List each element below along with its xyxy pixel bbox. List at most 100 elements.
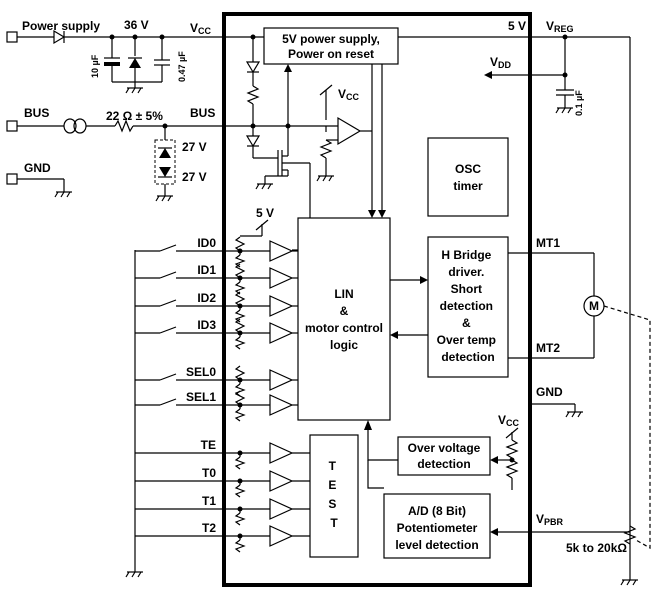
bus-line xyxy=(17,118,340,202)
input-buffer xyxy=(269,442,294,464)
input-channel: SEL0 xyxy=(135,365,298,397)
bus-resistor xyxy=(114,119,134,133)
lin-logic-block xyxy=(297,217,391,421)
input-buffer xyxy=(269,470,294,492)
label-bus-resistor: 22 Ω ± 5% xyxy=(106,109,163,123)
ad-l1: A/D (8 Bit) xyxy=(408,504,466,518)
right-gnd xyxy=(530,403,583,418)
internal-supply-chain xyxy=(245,37,311,218)
test-letters: T E S T xyxy=(328,459,339,530)
input-label: T0 xyxy=(202,466,216,480)
pin-gnd xyxy=(6,173,18,185)
label-vreg: VREG xyxy=(546,19,574,34)
input-label: ID3 xyxy=(197,318,216,332)
motor-wiring xyxy=(508,252,651,550)
power-supply-line xyxy=(17,29,264,94)
over-voltage-l1: Over voltage xyxy=(408,441,481,455)
test-block xyxy=(309,434,359,558)
label-mt2: MT2 xyxy=(536,341,560,355)
input-channel: TE xyxy=(135,438,310,470)
ic-outline xyxy=(222,12,532,587)
input-buffer xyxy=(269,394,294,416)
input-buffer xyxy=(269,240,294,262)
label-gnd-right: GND xyxy=(536,385,563,399)
label-pot-range: 5k to 20kΩ xyxy=(566,541,627,555)
ov-divider xyxy=(490,427,519,490)
h-bridge-text: H Bridge driver. Short detection & Over … xyxy=(437,248,500,364)
ad-l3: level detection xyxy=(395,538,478,552)
input-label: T2 xyxy=(202,521,216,535)
input-label: ID2 xyxy=(197,291,216,305)
timer-label: timer xyxy=(453,179,483,193)
input-label: ID1 xyxy=(197,263,216,277)
input-label: SEL1 xyxy=(186,390,216,404)
input-buffer xyxy=(269,525,294,547)
bus-choke xyxy=(63,118,77,134)
power-supply-block xyxy=(263,27,399,65)
label-36v: 36 V xyxy=(124,18,149,32)
input-channel: T1 xyxy=(135,494,310,526)
gnd-pin-wiring xyxy=(17,178,72,198)
power-supply-title: 5V power supply, xyxy=(282,32,380,46)
vreg-line xyxy=(398,34,638,586)
input-buffer xyxy=(269,295,294,317)
pullup-5v xyxy=(240,219,269,237)
input-buffer xyxy=(269,369,294,391)
osc-label: OSC xyxy=(455,162,481,176)
label-vcc-ov: VCC xyxy=(498,413,520,428)
label-vdd: VDD xyxy=(490,55,512,70)
label-cap-01uf: 0.1 µF xyxy=(574,90,584,116)
input-channel: ID2 xyxy=(135,291,298,323)
left-input-rail xyxy=(125,250,143,578)
input-buffer xyxy=(269,267,294,289)
h-bridge-block xyxy=(427,236,509,378)
input-label: T1 xyxy=(202,494,216,508)
input-channel: ID3 xyxy=(135,318,298,350)
over-voltage-l2: detection xyxy=(417,457,470,471)
input-channel: T2 xyxy=(135,521,310,553)
motor-label: M xyxy=(589,299,599,313)
input-label: SEL0 xyxy=(186,365,216,379)
bus-comparator xyxy=(316,84,372,182)
label-vpbr: VPBR xyxy=(536,512,564,527)
over-voltage-block xyxy=(397,436,491,476)
label-zener-2: 27 V xyxy=(182,170,207,184)
input-buffer xyxy=(269,322,294,344)
osc-timer-block xyxy=(427,137,509,217)
label-vcc-internal: VCC xyxy=(338,87,360,102)
input-label: TE xyxy=(201,438,216,452)
ad-block xyxy=(383,493,491,559)
label-5v-out: 5 V xyxy=(508,19,526,33)
pin-power-supply xyxy=(6,31,18,43)
pin-bus xyxy=(6,120,18,132)
ov-ad-to-lin xyxy=(364,420,630,536)
label-zener-1: 27 V xyxy=(182,140,207,154)
input-buffer xyxy=(269,498,294,520)
label-5v-pullup: 5 V xyxy=(256,206,274,220)
input-label: ID0 xyxy=(197,236,216,250)
input-channel: T0 xyxy=(135,466,310,498)
ps-to-lin xyxy=(368,64,386,218)
label-bus-internal: BUS xyxy=(190,106,215,120)
ad-l2: Potentiometer xyxy=(397,521,478,535)
power-supply-subtitle: Power on reset xyxy=(288,47,374,61)
input-channel: SEL1 xyxy=(135,390,298,422)
logic-label: logic xyxy=(330,338,358,352)
label-cap-047uf: 0.47 µF xyxy=(177,51,187,82)
label-bus-pin: BUS xyxy=(24,106,49,120)
input-channel: ID0 xyxy=(135,236,298,268)
potentiometer xyxy=(623,525,637,545)
motor-control-label: motor control xyxy=(305,321,383,335)
lin-label: LIN xyxy=(334,287,353,301)
label-gnd-pin: GND xyxy=(24,161,51,175)
label-vcc-top: VCC xyxy=(190,21,212,36)
label-mt1: MT1 xyxy=(536,236,560,250)
input-channel: ID1 xyxy=(135,263,298,295)
supply-diode xyxy=(53,29,66,45)
label-cap-10uf: 10 µF xyxy=(90,54,100,78)
label-power-supply: Power supply xyxy=(22,19,100,33)
lin-amp-label: & xyxy=(340,304,349,318)
lin-hbridge-arrows xyxy=(390,276,428,339)
